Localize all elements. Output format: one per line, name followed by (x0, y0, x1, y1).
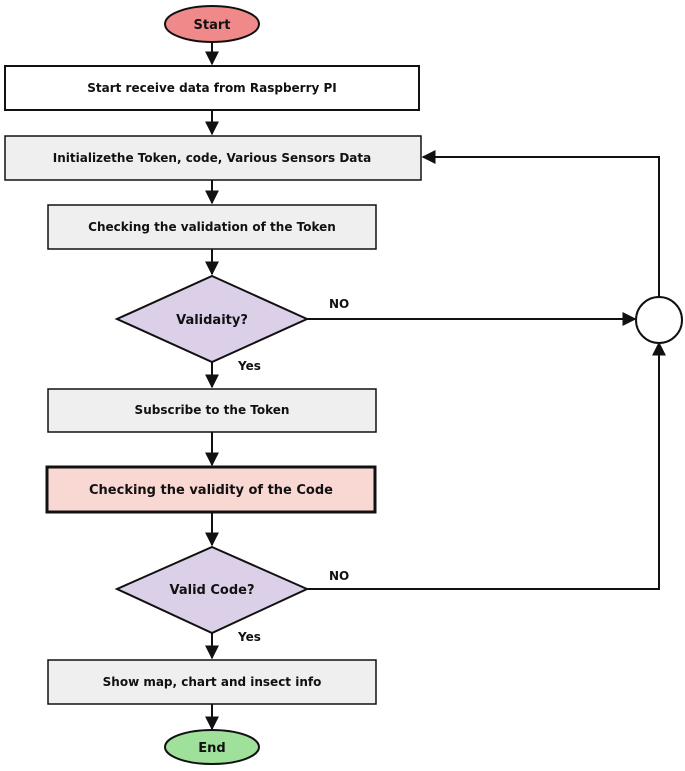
subscribe-box (47, 388, 377, 433)
start-label: Start (194, 18, 231, 33)
check-code-label: Checking the validity of the Code (89, 483, 333, 498)
connectors (205, 43, 666, 731)
start-terminal: Start (164, 5, 260, 43)
show-info-label: Show map, chart and insect info (103, 675, 322, 689)
validity-decision: Validaity? NO Yes (114, 274, 349, 373)
end-terminal: End (164, 729, 260, 765)
validity-label: Validaity? (176, 313, 248, 328)
code-no-label: NO (329, 569, 349, 583)
validity-yes-label: Yes (237, 359, 261, 373)
start-ellipse (164, 5, 260, 43)
show-info-box (47, 659, 377, 705)
validity-diamond (114, 274, 310, 364)
code-diamond (114, 545, 310, 635)
end-label: End (198, 741, 225, 756)
receive-data-box (4, 65, 420, 111)
arrow-code-no-to-merge (307, 341, 666, 590)
check-token-box (47, 204, 377, 250)
end-ellipse (164, 729, 260, 765)
code-decision-label: Valid Code? (169, 583, 254, 598)
receive-data-step: Start receive data from Raspberry PI (4, 65, 420, 111)
check-token-label: Checking the validation of the Token (88, 220, 336, 234)
code-yes-label: Yes (237, 630, 261, 644)
receive-data-label: Start receive data from Raspberry PI (87, 81, 337, 95)
check-code-step: Checking the validity of the Code (45, 465, 377, 514)
code-decision: Valid Code? NO Yes (114, 545, 349, 644)
check-token-step: Checking the validation of the Token (47, 204, 377, 250)
initialize-label: Initializethe Token, code, Various Senso… (53, 151, 371, 165)
validity-no-label: NO (329, 297, 349, 311)
check-code-box (45, 465, 377, 514)
subscribe-step: Subscribe to the Token (47, 388, 377, 433)
show-info-step: Show map, chart and insect info (47, 659, 377, 705)
initialize-box (4, 135, 422, 181)
merge-connector (635, 296, 683, 344)
arrow-merge-to-initialize (421, 150, 660, 297)
initialize-step: Initializethe Token, code, Various Senso… (4, 135, 422, 181)
subscribe-label: Subscribe to the Token (135, 403, 290, 417)
